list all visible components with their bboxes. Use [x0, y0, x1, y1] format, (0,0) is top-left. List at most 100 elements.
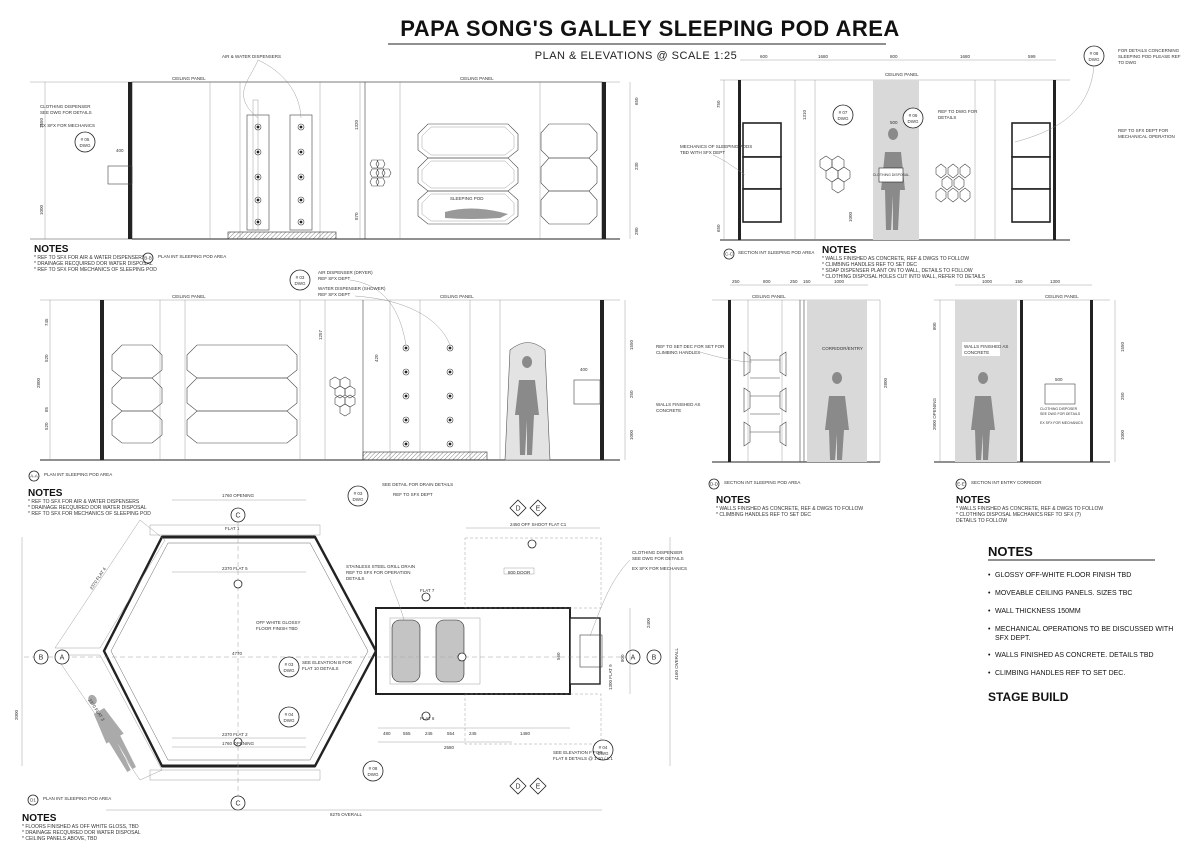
main-notes: NOTES • GLOSSY OFF-WHITE FLOOR FINISH TB…: [988, 544, 1173, 704]
bb-note-1: * REF TO SFX FOR AIR & WATER DISPENSERS: [34, 255, 146, 261]
aa-ceiling-left: CEILING PANEL: [172, 294, 206, 299]
d1-figure-silhouette: [88, 694, 136, 772]
d1-marker-b-left: B: [39, 655, 44, 662]
d1-d245b: 245: [469, 731, 477, 736]
aa-drain-label: SEE DETAIL FOR DRAIN DETAILS: [382, 482, 453, 487]
aa-dim-85: 85: [44, 406, 49, 412]
aa-notes-title: NOTES: [28, 488, 63, 499]
d1-clothing2: SEE DWG FOR DETAILS: [632, 556, 684, 561]
aa-dim-1000: 1000: [629, 429, 634, 440]
d1-floor2: FLOOR FINISH TBD: [256, 626, 298, 631]
dd-climbing-label2: CLIMBING HANDLES: [656, 350, 700, 355]
aa-dim-745: 745: [44, 318, 49, 326]
aa-ref-03b-dwg: DWG: [353, 497, 364, 502]
d1-ref-08: # 08: [369, 766, 378, 771]
d1-marker-e-bot: E: [536, 784, 541, 791]
d1-elev-b: SEE ELEVATION B FOR: [302, 660, 353, 665]
ee-note-2: * CLOTHING DISPOSAL MECHANICS REF TO SFX…: [956, 512, 1081, 518]
bb-ref-05: # 05: [81, 137, 90, 142]
ee-walls-label: WALLS FINISHED AS: [964, 344, 1008, 349]
dd-ceiling: CEILING PANEL: [752, 294, 786, 299]
cc-dim-750: 750: [716, 100, 721, 108]
bb-dim-230: 230: [634, 162, 639, 170]
d1-ref-04-dwg: DWG: [598, 751, 609, 756]
cc-ref-06-dwg: DWG: [908, 119, 919, 124]
bb-ceiling-right: CEILING PANEL: [460, 76, 494, 81]
d1-elev-f2: FLAT 8 DETAILS @ 1:10 / 1:1: [553, 756, 613, 761]
cc-dim-650: 650: [716, 224, 721, 232]
d1-ref-03: # 03: [285, 662, 294, 667]
cc-honeycomb-right: [935, 163, 971, 203]
dd-tag: D-D: [710, 482, 719, 487]
cc-note-2: * CLIMBING HANDLES REF TO SET DEC: [822, 262, 917, 268]
d1-flat6: FLAT 6: [420, 716, 435, 721]
d1-d560: 560: [556, 652, 561, 660]
d1-ref-02-dwg: DWG: [284, 718, 295, 723]
d1-overall-w: 8275 OVERALL: [330, 812, 363, 817]
aa-figure-silhouette: [515, 356, 539, 455]
cc-ceiling-label: CEILING PANEL: [885, 72, 919, 77]
sheet-title: PAPA SONG'S GALLEY SLEEPING POD AREA: [400, 16, 900, 41]
aa-ref-03b: # 03: [354, 491, 363, 496]
view-ee: WALLS FINISHED AS CONCRETE 500 CLOTHING …: [932, 279, 1125, 524]
aa-ref-03: # 03: [296, 275, 305, 280]
dd-dim-800: 800: [763, 279, 771, 284]
cc-dim-top-600: 600: [760, 54, 768, 59]
cc-caption: SECTION INT SLEEPING POD AREA: [738, 250, 814, 255]
d1-d1480: 1480: [520, 731, 531, 736]
bb-detail-ref: [74, 131, 96, 153]
cc-ref-08-dwg: DWG: [1089, 57, 1100, 62]
sheet-subtitle: PLAN & ELEVATIONS @ SCALE 1:25: [535, 50, 737, 62]
d1-opening-top: 1760 OPENING: [222, 493, 255, 498]
cc-mechanics-label2: TBD WITH SFX DEPT: [680, 150, 725, 155]
d1-marker-a-left: A: [60, 655, 65, 662]
d1-marker-b-right: B: [652, 655, 657, 662]
d1-floor: OFF WHITE GLOSSY: [256, 620, 301, 625]
bb-ceiling-left: CEILING PANEL: [172, 76, 206, 81]
cc-details-concerning: FOR DETAILS CONCERNING: [1118, 48, 1180, 53]
aa-ref-03-dwg: DWG: [295, 281, 306, 286]
ee-disposal: CLOTHING DISPOSER: [1040, 407, 1078, 411]
cc-disposal-label: CLOTHING DISPOSAL: [873, 173, 910, 177]
main-note-6: CLIMBING HANDLES REF TO SET DEC.: [995, 670, 1125, 677]
dd-dim-2800: 2800: [883, 377, 888, 388]
aa-note-1: * REF TO SFX FOR AIR & WATER DISPENSERS: [28, 499, 140, 505]
view-aa: 400 CEILING PANEL CEILING PANEL AIR DISP…: [28, 269, 634, 517]
d1-marker-c-bot: C: [235, 801, 240, 808]
d1-d245: 245: [425, 731, 433, 736]
d1-drain-2: [435, 619, 465, 683]
cc-note-1: * WALLS FINISHED AS CONCRETE, REF & DWGS…: [822, 256, 969, 262]
bb-dim-1550: 1550: [39, 117, 44, 128]
ee-walls-label2: CONCRETE: [964, 350, 989, 355]
ee-figure-silhouette: [971, 372, 995, 460]
cc-ref-dwg-label: REF TO DWG FOR: [938, 109, 978, 114]
cc-dim-top-1680: 1680: [818, 54, 829, 59]
cc-dim-1000: 1000: [848, 211, 853, 222]
bb-dim-650: 650: [634, 97, 639, 105]
d1-note-1: * FLOORS FINISHED AS OFF WHITE GLOSS, TB…: [22, 824, 139, 830]
svg-text:•: •: [988, 670, 991, 677]
aa-note-2: * DRAINAGE RECQUIRED DOR WATER DISPOSAL: [28, 505, 147, 511]
d1-caption: PLAN INT SLEEPING POD AREA: [43, 796, 111, 801]
dd-dim-1000: 1000: [834, 279, 845, 284]
d1-marker-e-top: E: [536, 506, 541, 513]
aa-dim-420: 420: [374, 354, 379, 362]
d1-drain2: REF TO SFX FOR OPERATION: [346, 570, 411, 575]
d1-notes-title: NOTES: [22, 813, 57, 824]
ee-sfx: EX SFX FOR MECHANICS: [1040, 421, 1083, 425]
bb-note-2: * DRAINAGE RECQUIRED DOR WATER DISPOSAL: [34, 261, 153, 267]
d1-marker-d-bot: D: [515, 784, 520, 791]
aa-water-dispenser: WATER DISPENSER (SHOWER): [318, 286, 386, 291]
d1-door: 800 DOOR: [508, 570, 531, 575]
d1-marker-c-top: C: [235, 513, 240, 520]
aa-note-3: * REF TO SFX FOR MECHANICS OF SLEEPING P…: [28, 511, 151, 517]
d1-drain: STAINLESS STEEL GRILL DRAIN: [346, 564, 415, 569]
view-d1-plan: B A A B C C D E D E 1760 OPENING 2370 FL…: [14, 493, 687, 842]
d1-drain3: DETAILS: [346, 576, 364, 581]
aa-dim-1550: 1550: [629, 339, 634, 350]
d1-flat-top: 2370 FLAT 5: [222, 566, 248, 571]
d1-flat1: FLAT 1: [225, 526, 240, 531]
d1-flat7: FLAT 7: [420, 588, 435, 593]
svg-text:•: •: [988, 608, 991, 615]
bb-tag: B-B: [144, 256, 152, 261]
